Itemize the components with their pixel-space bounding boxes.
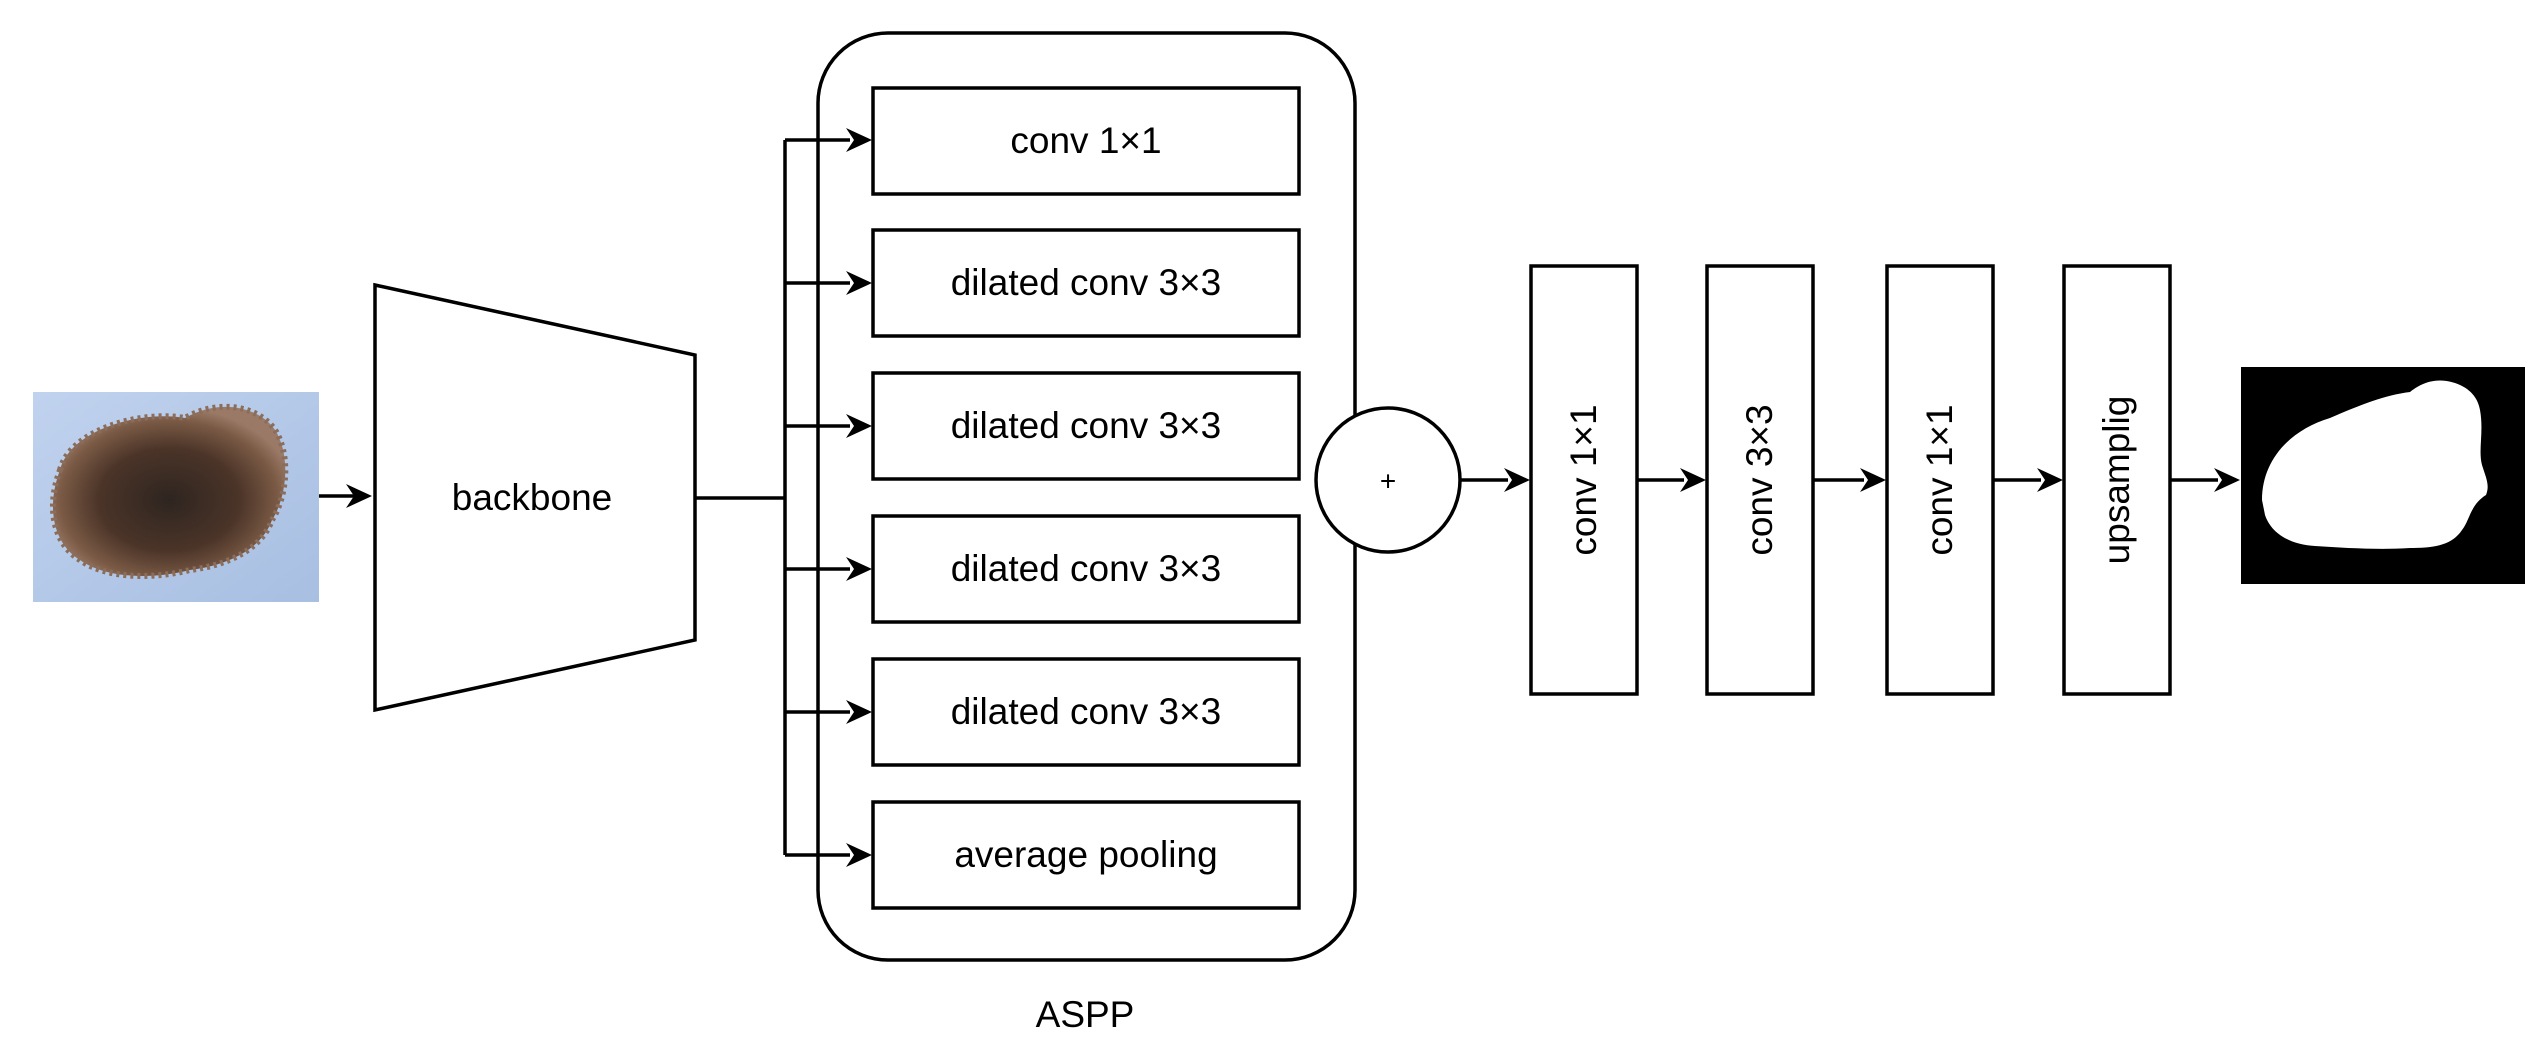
concat-label: + [1380,465,1396,496]
branch-arrow-head [846,700,872,724]
head-block: conv 3×3 [1705,264,1815,696]
input-image [33,392,319,602]
head-block: conv 1×1 [1885,264,1995,696]
aspp-branch-label: conv 1×1 [1010,120,1161,161]
head-block-box [1885,264,1995,696]
aspp-branch-label: dilated conv 3×3 [951,548,1222,589]
aspp-branch: dilated conv 3×3 [785,371,1301,481]
aspp-branch-box [871,657,1301,767]
branch-arrow-head [846,271,872,295]
aspp-branch: dilated conv 3×3 [785,228,1301,338]
mask-shape [2262,380,2488,549]
aspp-branch-label: dilated conv 3×3 [951,405,1222,446]
head-block-box [1529,264,1639,696]
backbone-block [373,282,697,713]
aspp-branch: average pooling [785,800,1301,910]
aspp-branch: dilated conv 3×3 [785,514,1301,624]
arrow-head-head [1860,468,1886,492]
lesion-shape [50,403,289,579]
head-block-label: conv 1×1 [1919,404,1960,555]
head-block-label: conv 1×1 [1563,404,1604,555]
aspp-branch-box [871,371,1301,481]
head-block-label: conv 3×3 [1739,404,1780,555]
head-block-box [1705,264,1815,696]
aspp-label: ASPP [1036,994,1135,1035]
aspp-branch-label: dilated conv 3×3 [951,691,1222,732]
arrow-head-head [1680,468,1706,492]
head-block: upsamplig [2062,264,2172,696]
arrow-head-head [2037,468,2063,492]
branch-arrow-head [846,557,872,581]
output-mask [2241,367,2525,584]
arrow-to-mask-head [2214,468,2240,492]
backbone-label: backbone [452,477,612,518]
head-block: conv 1×1 [1529,264,1639,696]
arrow-image-to-backbone-head [346,484,372,508]
aspp-branch-label: average pooling [954,834,1217,875]
aspp-branch: conv 1×1 [785,86,1301,196]
aspp-branch-label: dilated conv 3×3 [951,262,1222,303]
aspp-branch-box [871,86,1301,196]
branch-arrow-head [846,414,872,438]
aspp-branch-box [871,514,1301,624]
head-block-box [2062,264,2172,696]
branch-arrow-head [846,128,872,152]
aspp-branch-box [871,800,1301,910]
aspp-branch-box [871,228,1301,338]
aspp-branch: dilated conv 3×3 [785,657,1301,767]
head-block-label: upsamplig [2096,396,2137,565]
branch-arrow-head [846,843,872,867]
arrow-concat-to-head-head [1504,468,1530,492]
